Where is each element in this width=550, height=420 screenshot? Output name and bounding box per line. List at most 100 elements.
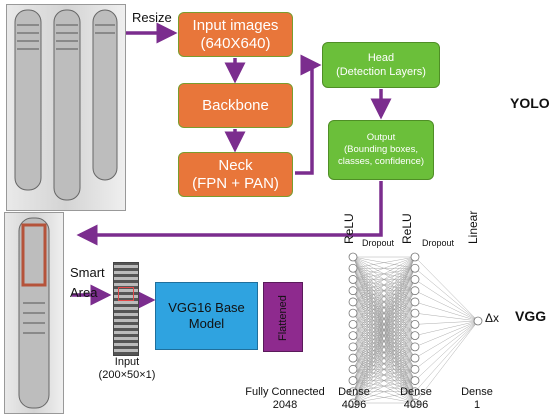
network-node <box>410 252 420 262</box>
network-edge <box>352 256 416 392</box>
network-edge <box>352 256 416 303</box>
network-node <box>410 376 420 385</box>
network-edge <box>352 256 416 291</box>
network-node <box>410 353 420 363</box>
yolo-section-label: YOLO <box>510 95 550 111</box>
network-edge <box>414 320 479 370</box>
network-edge <box>352 256 416 269</box>
network-node <box>410 387 420 397</box>
output-line-2: classes, confidence) <box>337 156 425 167</box>
sample-photo-bottom <box>4 212 64 414</box>
network-edge <box>414 290 479 322</box>
network-node <box>348 286 358 296</box>
backbone-box: Backbone <box>178 83 293 128</box>
network-node <box>348 364 358 374</box>
network-edge <box>352 313 416 404</box>
network-node <box>348 319 358 329</box>
resize-label: Resize <box>132 10 172 25</box>
network-node <box>348 353 358 363</box>
network-node <box>348 342 358 352</box>
vgg16-base-model-box: VGG16 Base Model <box>155 282 258 350</box>
network-edge <box>414 320 479 381</box>
sample-photo-top <box>6 4 126 211</box>
network-edge <box>352 290 416 404</box>
dense-network <box>348 252 483 408</box>
network-edge <box>352 369 416 404</box>
network-edge <box>414 320 479 348</box>
input-patch <box>118 287 134 301</box>
input-images-title: Input images <box>192 16 279 34</box>
network-edge <box>414 312 479 322</box>
dense1-label: Dense 4096 <box>332 386 376 412</box>
network-node <box>348 252 358 262</box>
network-edge <box>352 256 416 325</box>
network-edge <box>414 301 479 322</box>
neck-subtitle: (FPN + PAN) <box>192 174 279 192</box>
network-edge <box>352 256 416 404</box>
head-title: Head <box>367 52 395 64</box>
fc-size: 2048 <box>272 399 298 411</box>
relu1-label: ReLU <box>342 213 356 244</box>
network-edge <box>352 256 416 314</box>
input-label: Input (200×50×1) <box>92 356 162 382</box>
network-edge <box>352 346 416 404</box>
delta-x-label: Δx <box>485 311 500 325</box>
network-node <box>410 364 420 374</box>
network-node <box>348 398 358 408</box>
flattened-label: Flattened <box>277 295 289 341</box>
neck-title: Neck <box>218 156 253 174</box>
network-node <box>410 398 420 408</box>
network-node <box>348 297 358 307</box>
dense3-label: Dense 1 <box>455 386 499 412</box>
relu2-label: ReLU <box>400 213 414 244</box>
dense2-size: 4096 <box>403 399 429 411</box>
head-subtitle: (Detection Layers) <box>336 66 426 78</box>
network-edge <box>352 279 416 404</box>
network-node <box>410 286 420 296</box>
network-node <box>473 316 483 326</box>
detected-rod-graphic <box>18 217 50 409</box>
network-node <box>410 319 420 329</box>
smart-area-label: Smart Area <box>70 265 105 301</box>
dense2-title: Dense <box>400 386 432 398</box>
output-line-1: (Bounding boxes, <box>344 144 418 155</box>
network-edge <box>352 380 416 404</box>
backbone-title: Backbone <box>202 96 269 114</box>
network-edge <box>352 301 416 404</box>
neck-box: Neck (FPN + PAN) <box>178 152 293 197</box>
vgg-section-label: VGG <box>515 308 547 324</box>
output-title: Output <box>366 132 396 143</box>
network-node <box>410 342 420 352</box>
network-edge <box>414 279 479 322</box>
network-edge <box>352 256 416 336</box>
network-edge <box>352 256 416 359</box>
network-node <box>410 308 420 318</box>
network-node <box>410 275 420 284</box>
network-edge <box>414 268 479 322</box>
input-size: (200×50×1) <box>98 369 156 381</box>
dense1-title: Dense <box>338 386 370 398</box>
network-node <box>348 387 358 397</box>
network-node <box>348 376 358 385</box>
vgg16-title: VGG16 Base <box>168 300 245 315</box>
dense3-size: 1 <box>473 399 481 411</box>
network-connections <box>352 256 479 404</box>
network-edge <box>352 357 416 404</box>
output-box: Output (Bounding boxes, classes, confide… <box>328 120 434 180</box>
input-strip <box>113 262 139 356</box>
network-edge <box>352 324 416 404</box>
dense2-label: Dense 4096 <box>394 386 438 412</box>
area-label: Area <box>70 285 98 300</box>
input-title: Input <box>114 356 140 368</box>
linear-label: Linear <box>466 210 480 244</box>
network-edge <box>352 256 416 381</box>
arrow-neck-head <box>295 54 322 175</box>
network-edge <box>352 256 416 280</box>
network-edge <box>352 391 416 404</box>
dense3-title: Dense <box>461 386 493 398</box>
network-node <box>348 263 358 273</box>
fc-label: Fully Connected 2048 <box>240 386 330 412</box>
sample-rods-graphic <box>14 9 118 201</box>
smart-label: Smart <box>70 265 105 280</box>
network-edge <box>414 320 479 325</box>
